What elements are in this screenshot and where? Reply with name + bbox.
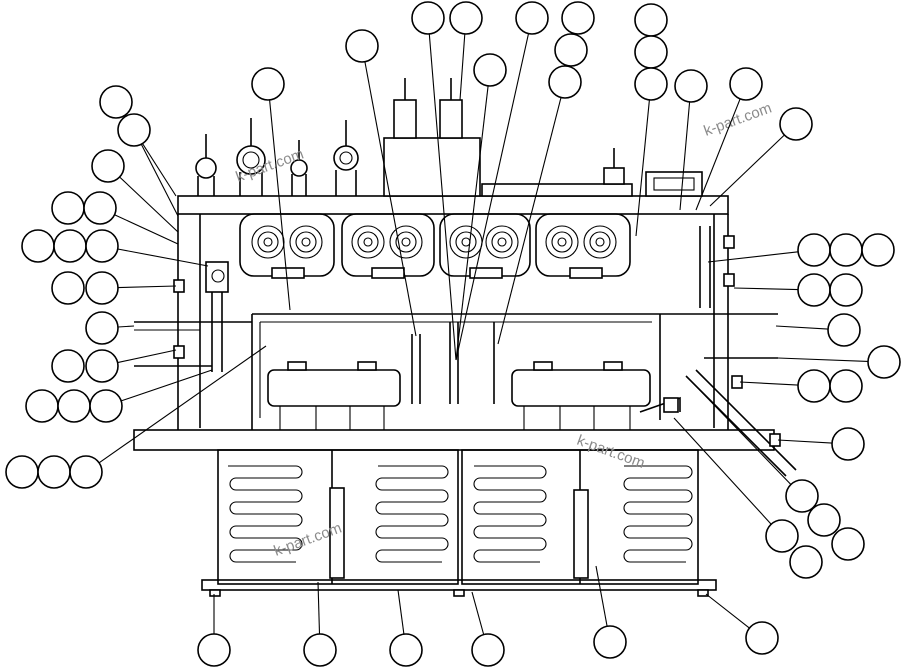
leader-line-18 xyxy=(119,176,179,233)
callout-bubble-32 xyxy=(5,455,39,489)
leader-line-31 xyxy=(121,369,213,402)
leader-line-23 xyxy=(117,248,209,267)
leader-line-11 xyxy=(635,99,650,237)
callout-bubble-30 xyxy=(57,389,91,423)
callout-bubble-9 xyxy=(473,53,507,87)
callout-bubble-35 xyxy=(797,233,831,267)
callout-bubble-33 xyxy=(37,455,71,489)
right-bracket xyxy=(639,226,797,477)
spool-row xyxy=(239,213,631,279)
callout-bubble-19 xyxy=(51,191,85,225)
leader-line-44 xyxy=(777,439,833,444)
callout-bubble-49 xyxy=(789,545,823,579)
callout-bubble-39 xyxy=(829,273,863,307)
leader-line-38 xyxy=(733,287,799,291)
leader-line-45 xyxy=(689,379,792,485)
callout-layer xyxy=(5,1,901,667)
callout-bubble-24 xyxy=(51,271,85,305)
leader-line-53 xyxy=(471,591,485,635)
top-fittings xyxy=(195,78,703,197)
callout-bubble-18 xyxy=(91,149,125,183)
leader-line-48 xyxy=(673,417,772,525)
callout-bubble-4 xyxy=(561,1,595,35)
callout-bubble-27 xyxy=(51,349,85,383)
callout-bubble-44 xyxy=(831,427,865,461)
leader-line-14 xyxy=(695,98,741,211)
callout-bubble-40 xyxy=(827,313,861,347)
callout-bubble-6 xyxy=(554,33,588,67)
leader-line-54 xyxy=(595,565,608,627)
leader-line-1 xyxy=(428,33,457,361)
callout-bubble-2 xyxy=(449,1,483,35)
leader-line-25 xyxy=(117,285,177,289)
callout-bubble-8 xyxy=(345,29,379,63)
leader-line-52 xyxy=(397,589,405,635)
leader-line-15 xyxy=(709,134,785,207)
leader-line-9 xyxy=(455,85,489,361)
coil-springs xyxy=(228,465,693,563)
leader-line-34 xyxy=(98,345,267,464)
leader-line-40 xyxy=(775,325,829,330)
callout-bubble-53 xyxy=(471,633,505,667)
callout-bubble-55 xyxy=(745,621,779,655)
inner-blocks xyxy=(267,322,651,430)
callout-bubble-3 xyxy=(515,1,549,35)
leader-line-8 xyxy=(364,61,417,337)
callout-bubble-47 xyxy=(831,527,865,561)
spring-bays xyxy=(201,449,717,597)
callout-bubble-50 xyxy=(197,633,231,667)
callout-bubble-42 xyxy=(797,369,831,403)
callout-bubble-36 xyxy=(829,233,863,267)
callout-bubble-15 xyxy=(779,107,813,141)
callout-bubble-37 xyxy=(861,233,895,267)
leader-line-51 xyxy=(317,581,321,635)
callout-bubble-26 xyxy=(85,311,119,345)
callout-bubble-52 xyxy=(389,633,423,667)
leader-line-20 xyxy=(114,214,179,245)
callout-bubble-16 xyxy=(99,85,133,119)
callout-bubble-46 xyxy=(807,503,841,537)
leader-line-55 xyxy=(705,593,750,629)
callout-bubble-34 xyxy=(69,455,103,489)
callout-bubble-31 xyxy=(89,389,123,423)
leader-line-13 xyxy=(679,101,691,211)
callout-bubble-43 xyxy=(829,369,863,403)
callout-bubble-54 xyxy=(593,625,627,659)
callout-bubble-22 xyxy=(53,229,87,263)
leader-line-10 xyxy=(497,97,562,345)
callout-bubble-29 xyxy=(25,389,59,423)
callout-bubble-14 xyxy=(729,67,763,101)
callout-bubble-7 xyxy=(634,35,668,69)
callout-bubble-51 xyxy=(303,633,337,667)
leader-line-3 xyxy=(455,33,530,361)
wm-3: k-part.com xyxy=(575,432,647,472)
callout-bubble-1 xyxy=(411,1,445,35)
leader-line-2 xyxy=(459,33,466,101)
leader-line-42 xyxy=(739,381,799,386)
callout-bubble-45 xyxy=(785,479,819,513)
callout-bubble-12 xyxy=(251,67,285,101)
leader-line-26 xyxy=(117,325,135,328)
callout-bubble-5 xyxy=(634,3,668,37)
callout-bubble-21 xyxy=(21,229,55,263)
watermarks: k-part.com k-part.com k-part.com k-part.… xyxy=(234,100,774,560)
callout-bubble-48 xyxy=(765,519,799,553)
leader-line-12 xyxy=(269,99,291,311)
leader-line-41 xyxy=(777,357,869,362)
callout-bubble-17 xyxy=(117,113,151,147)
leader-line-28 xyxy=(117,349,177,364)
leader-line-35 xyxy=(707,251,799,263)
callout-bubble-11 xyxy=(634,67,668,101)
callout-bubble-10 xyxy=(548,65,582,99)
left-bracket xyxy=(134,261,252,372)
callout-bubble-23 xyxy=(85,229,119,263)
callout-bubble-20 xyxy=(83,191,117,225)
callout-bubble-38 xyxy=(797,273,831,307)
callout-bubble-13 xyxy=(674,69,708,103)
callout-bubble-41 xyxy=(867,345,901,379)
callout-bubble-28 xyxy=(85,349,119,383)
callout-bubble-25 xyxy=(85,271,119,305)
leader-line-17 xyxy=(140,143,179,217)
